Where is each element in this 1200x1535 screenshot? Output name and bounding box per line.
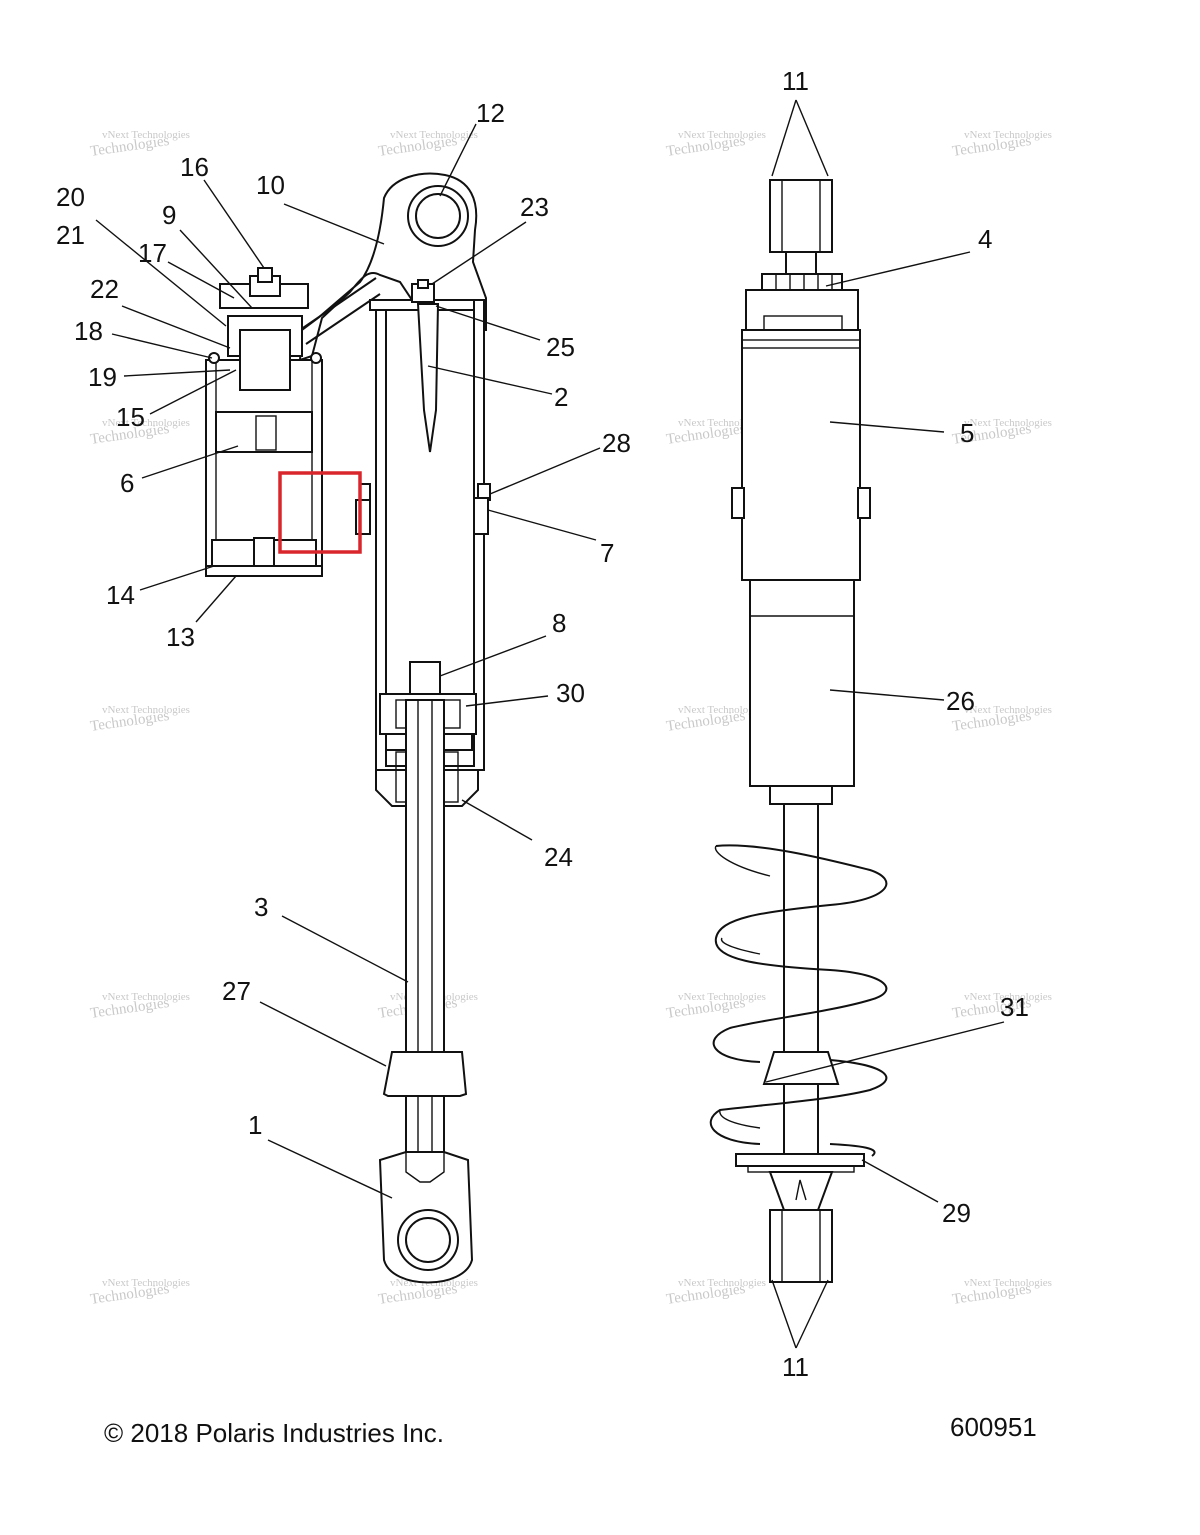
svg-text:vNext Technologies: vNext Technologies: [678, 704, 766, 716]
callout-24: 24: [544, 842, 573, 872]
svg-text:vNext Technologies: vNext Technologies: [678, 1277, 766, 1289]
callout-23: 23: [520, 192, 549, 222]
reservoir-bottom-plate: [205, 565, 323, 577]
top-eyelet-bushing-inner: [415, 193, 461, 239]
callout-4: 4: [978, 224, 992, 254]
callout-7: 7: [600, 538, 614, 568]
reservoir-floating-piston: [215, 411, 313, 453]
callout-28: 28: [602, 428, 631, 458]
body-collar-ext: [769, 785, 833, 805]
lower-body-ext: [749, 579, 855, 787]
callout-27: 27: [222, 976, 251, 1006]
callout-3: 3: [254, 892, 268, 922]
o-ring-right: [310, 352, 322, 364]
cutaway-shock: [205, 172, 491, 1284]
callout-29: 29: [942, 1198, 971, 1228]
callout-2: 2: [554, 382, 568, 412]
piston-nut: [409, 661, 441, 699]
callout-17: 17: [138, 238, 167, 268]
bleed-screw-head: [417, 279, 429, 289]
leader-lines: [95, 99, 1005, 1349]
callout-20: 20: [56, 182, 85, 212]
top-cap-ext: [745, 289, 859, 333]
callout-6: 6: [120, 468, 134, 498]
clip-left-ext: [731, 487, 745, 519]
callout-8: 8: [552, 608, 566, 638]
svg-text:vNext Technologies: vNext Technologies: [102, 991, 190, 1003]
o-ring-18: [208, 352, 220, 364]
callout-30: 30: [556, 678, 585, 708]
callout-11-top: 11: [782, 66, 809, 96]
callout-11-bottom: 11: [782, 1352, 809, 1382]
reservoir-arm: [299, 277, 381, 345]
highlight-box: [278, 471, 362, 554]
svg-text:vNext Technologies: vNext Technologies: [678, 129, 766, 141]
shaft: [405, 699, 445, 1191]
bottom-eyelet-body-ext: [769, 1209, 833, 1283]
callout-12: 12: [476, 98, 505, 128]
top-eyelet-ext: [769, 179, 833, 253]
spring-retainer-collar: [762, 1051, 840, 1085]
adjuster-screw: [257, 267, 273, 283]
callout-31: 31: [1000, 992, 1029, 1022]
callout-25: 25: [546, 332, 575, 362]
svg-text:vNext Technologies: vNext Technologies: [964, 1277, 1052, 1289]
callout-16: 16: [180, 152, 209, 182]
bump-stop-rod: [416, 303, 440, 453]
callout-15: 15: [116, 402, 145, 432]
compression-valve-core: [239, 329, 291, 391]
svg-text:vNext Technologies: vNext Technologies: [964, 129, 1052, 141]
exterior-shock: [709, 179, 888, 1283]
svg-text:vNext Technologies: vNext Technologies: [964, 991, 1052, 1003]
callout-19: 19: [88, 362, 117, 392]
bottom-out-bumper: [382, 1051, 468, 1097]
callout-1: 1: [248, 1110, 262, 1140]
upper-body-ext: [741, 329, 861, 581]
svg-text:vNext Technologies: vNext Technologies: [102, 417, 190, 429]
svg-text:vNext Technologies: vNext Technologies: [102, 704, 190, 716]
copyright-notice: © 2018 Polaris Industries Inc.: [104, 1418, 444, 1448]
callout-13: 13: [166, 622, 195, 652]
right-side-clip-base: [473, 497, 489, 535]
callout-21: 21: [56, 220, 85, 250]
figure-number: 600951: [950, 1412, 1037, 1442]
callout-9: 9: [162, 200, 176, 230]
callout-14: 14: [106, 580, 135, 610]
clip-right-ext: [857, 487, 871, 519]
svg-text:vNext Technologies: vNext Technologies: [964, 704, 1052, 716]
callout-5: 5: [960, 418, 974, 448]
callout-22: 22: [90, 274, 119, 304]
callout-labels: 1 2 3 4 5 6 7 8 9 10 11 11 12 13 14 15 1…: [56, 66, 1029, 1382]
bottom-eyelet-bushing-inner: [405, 1217, 451, 1263]
svg-text:vNext Technologies: vNext Technologies: [102, 1277, 190, 1289]
svg-text:vNext Technologies: vNext Technologies: [678, 991, 766, 1003]
spring-seat: [735, 1153, 865, 1167]
reservoir-piston-center: [255, 415, 277, 451]
callout-10: 10: [256, 170, 285, 200]
callout-18: 18: [74, 316, 103, 346]
coil-spring: [709, 844, 888, 1157]
top-stem: [785, 251, 817, 277]
svg-text:vNext Technologies: vNext Technologies: [964, 417, 1052, 429]
svg-text:vNext Technologies: vNext Technologies: [390, 129, 478, 141]
shaft-ext: [783, 803, 819, 1155]
callout-26: 26: [946, 686, 975, 716]
svg-text:vNext Technologies: vNext Technologies: [102, 129, 190, 141]
left-side-clip-base: [355, 499, 371, 535]
